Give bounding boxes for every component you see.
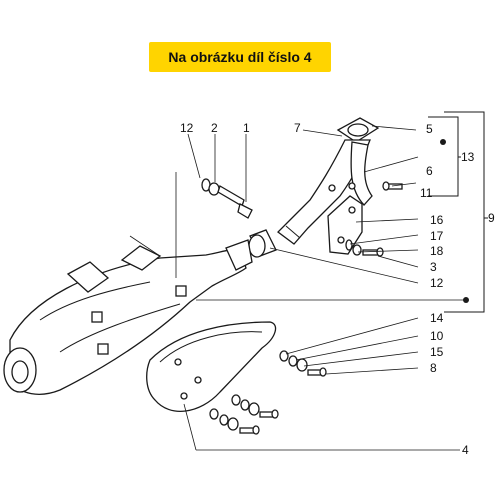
callout-17: 17 xyxy=(430,229,444,243)
group-marker-dot-top xyxy=(440,139,446,145)
callout-13: 13 xyxy=(461,150,475,164)
bracket-bolt xyxy=(345,239,384,257)
callout-4: 4 xyxy=(462,443,469,457)
callout-15: 15 xyxy=(430,345,444,359)
leader-lines xyxy=(129,125,466,451)
muffler xyxy=(3,239,253,395)
gasket-ring xyxy=(248,229,277,258)
group-bracket-9 xyxy=(444,111,488,313)
exhaust-manifold xyxy=(277,117,380,245)
part-number-banner: Na obrázku díl číslo 4 xyxy=(149,42,331,72)
callout-16: 16 xyxy=(430,213,444,227)
callout-14: 14 xyxy=(430,311,444,325)
shield-screws-lower xyxy=(209,394,279,435)
callout-18: 18 xyxy=(430,244,444,258)
callout-7: 7 xyxy=(294,121,301,135)
callout-12-mid: 12 xyxy=(430,276,444,290)
group-bracket-13 xyxy=(428,116,461,197)
callout-3: 3 xyxy=(430,260,437,274)
rear-mount-bolt xyxy=(201,178,253,219)
callout-6: 6 xyxy=(426,164,433,178)
shield-screws-upper xyxy=(279,350,327,377)
callout-5: 5 xyxy=(426,122,433,136)
callout-9: 9 xyxy=(488,211,495,225)
callout-2: 2 xyxy=(211,121,218,135)
bolt-11 xyxy=(382,181,403,191)
callout-8: 8 xyxy=(430,361,437,375)
callout-10: 10 xyxy=(430,329,444,343)
callout-11: 11 xyxy=(420,186,433,200)
group-marker-dot-bottom xyxy=(463,297,469,303)
heat-shield xyxy=(146,321,277,412)
callout-12-top: 12 xyxy=(180,121,194,135)
callout-1: 1 xyxy=(243,121,250,135)
support-bracket xyxy=(327,195,363,255)
callout-numbers: 12 2 1 7 5 13 6 11 16 9 17 18 3 12 14 10… xyxy=(180,121,495,457)
